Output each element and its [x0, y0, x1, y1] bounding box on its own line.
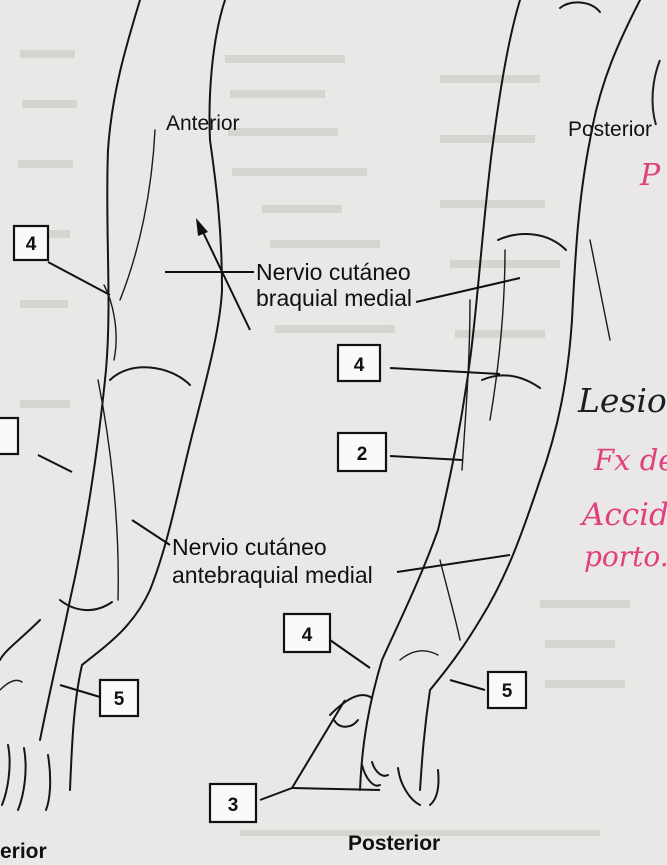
- brachial-label-line2: braquial medial: [256, 285, 412, 311]
- box-post-4-upper: 4: [338, 345, 380, 381]
- arrow-brachial: [196, 218, 250, 330]
- brachial-label-line1: Nervio cutáneo: [256, 259, 411, 285]
- anterior-title: Anterior: [166, 112, 240, 135]
- box-ant-hand-5: 5: [100, 680, 138, 716]
- box-post-2-label: 2: [357, 444, 368, 465]
- box-post-2: 2: [338, 433, 386, 471]
- posterior-bottom-title: Posterior: [348, 832, 440, 855]
- handwriting-porto: porto.: [584, 540, 667, 573]
- antebrachial-label-line2: antebraquial medial: [172, 562, 373, 588]
- handwriting-lesion: Lesion: [577, 381, 667, 420]
- box-bottom-3-label: 3: [228, 795, 239, 816]
- box-ant-hand-5-label: 5: [114, 689, 125, 710]
- handwriting-accident: Accident: [579, 497, 667, 533]
- box-post-5: 5: [488, 672, 526, 708]
- bleed-through-text: [18, 50, 630, 836]
- box-ant-left-cut: [0, 418, 18, 454]
- handwriting-corner-bracket: [653, 60, 660, 125]
- box-post-4-lower-label: 4: [302, 625, 313, 646]
- box-ant-left-4-label: 4: [26, 234, 37, 255]
- box-ant-left-4: 4: [14, 226, 48, 260]
- antebrachial-label-line1: Nervio cutáneo: [172, 534, 327, 560]
- handwriting-corner-p: P: [639, 158, 661, 193]
- anterior-bottom-title: erior: [0, 840, 47, 863]
- box-post-4-lower: 4: [284, 614, 330, 652]
- handwriting-fx-de: Fx de: [593, 443, 667, 477]
- posterior-title: Posterior: [568, 118, 652, 141]
- box-bottom-3: 3: [210, 784, 256, 822]
- leader-lines: [38, 262, 520, 800]
- box-post-5-label: 5: [502, 681, 513, 702]
- box-post-4-upper-label: 4: [354, 355, 365, 376]
